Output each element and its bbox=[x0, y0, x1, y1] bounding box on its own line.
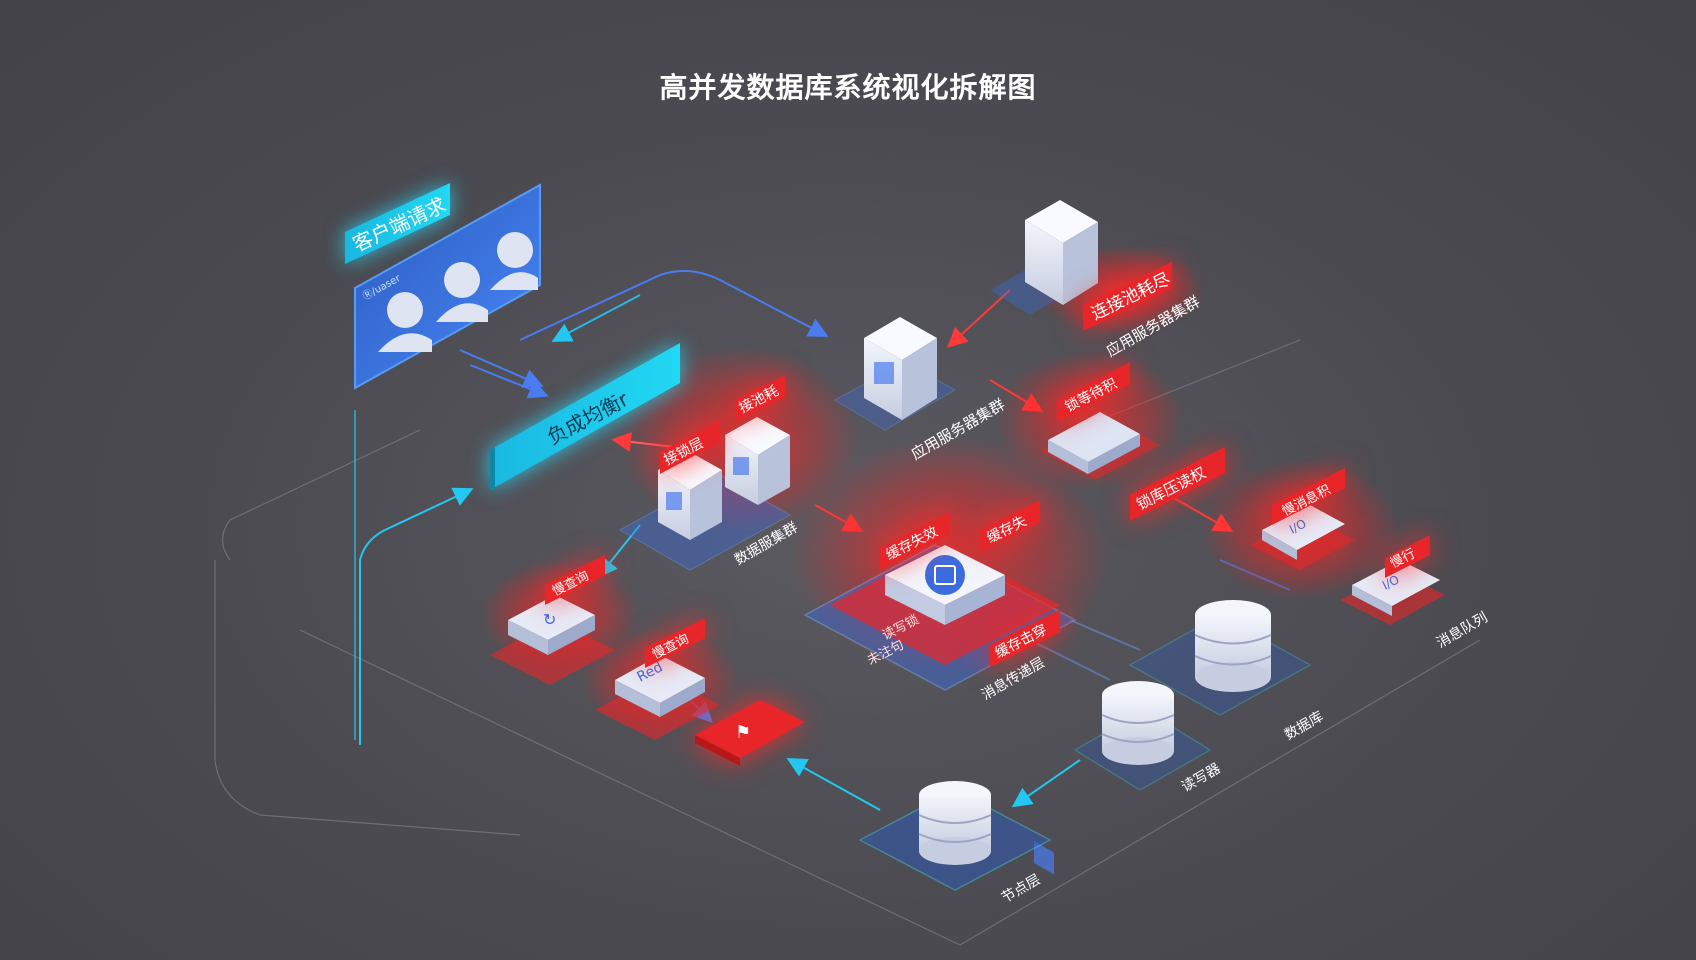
user-avatar-icon bbox=[444, 262, 480, 298]
alert-block[interactable]: ⚑ bbox=[695, 700, 805, 766]
cache-a-module[interactable]: ↻ bbox=[490, 595, 615, 685]
db-cluster-node[interactable] bbox=[618, 417, 792, 571]
user-avatar-icon bbox=[387, 292, 423, 328]
db-bottom-node[interactable] bbox=[858, 781, 1052, 891]
app-server-top[interactable] bbox=[990, 200, 1100, 875]
db-right-node[interactable] bbox=[1128, 600, 1312, 716]
io-a-glyph: I/O bbox=[1287, 516, 1309, 536]
cache-core-icon bbox=[925, 555, 965, 595]
db-right-label: 数据库 bbox=[1282, 709, 1326, 744]
user-avatar-icon bbox=[497, 232, 533, 268]
io-module-b[interactable]: I/O bbox=[1340, 560, 1445, 625]
client-panel[interactable]: Ⓡ/uaser bbox=[354, 183, 541, 390]
alert-icon: ⚑ bbox=[735, 722, 751, 743]
lock-wait-module[interactable] bbox=[1040, 0, 1160, 480]
floor-grid bbox=[214, 339, 1481, 946]
db-bottom-label: 节点层 bbox=[999, 872, 1043, 907]
page-title: 高并发数据库系统视化拆解图 bbox=[659, 71, 1037, 104]
db-middle-node[interactable] bbox=[1073, 681, 1212, 791]
mq-label: 消息队列 bbox=[1434, 609, 1491, 652]
app-server-mid[interactable] bbox=[833, 317, 957, 431]
cache-a-icon: ↻ bbox=[543, 610, 556, 629]
db-middle-label: 读写器 bbox=[1179, 760, 1224, 796]
io-module-a[interactable]: I/O bbox=[1250, 505, 1355, 570]
